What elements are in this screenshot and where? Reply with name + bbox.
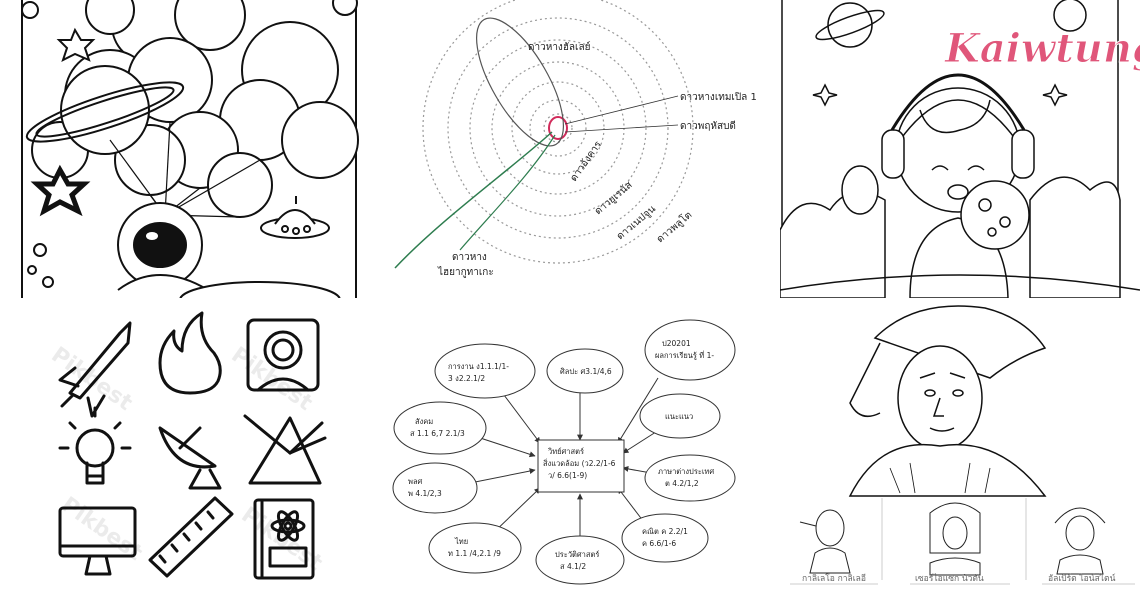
mindmap-node xyxy=(393,401,487,455)
kid-astronaut-drawing: Kaiwtung xyxy=(780,0,1140,298)
scientists-tile[interactable]: กาลิเลโอ กาลิเลอี เซอร์ไอแซก นิวตัน อัลเ… xyxy=(780,298,1140,597)
scientists-drawing: กาลิเลโอ กาลิเลอี เซอร์ไอแซก นิวตัน อัลเ… xyxy=(780,305,1140,597)
astronaut-balloons-tile[interactable] xyxy=(0,0,380,298)
node-line: พ 4.1/2,3 xyxy=(408,489,442,498)
tempel-label: ดาวหางเทมเปิล 1 xyxy=(680,92,757,103)
einstein-portrait xyxy=(1054,507,1106,575)
node-line: 3 ง2.2.1/2 xyxy=(448,374,485,383)
mindmap-node xyxy=(392,462,478,514)
caption-newton: เซอร์ไอแซก นิวตัน xyxy=(915,573,984,584)
mindmap-node xyxy=(434,343,536,399)
newton-portrait xyxy=(929,502,981,576)
mindmap-center xyxy=(537,439,625,493)
atom-book-icon xyxy=(253,498,315,580)
solar-system-tile[interactable]: ดาวหางฮัลเลย์ ดาวหางเทมเปิล 1 ดาวพฤหัสบด… xyxy=(380,0,780,298)
node-line: ภาษาต่างประเทศ xyxy=(658,467,714,476)
mindmap-node xyxy=(644,319,736,381)
science-icons-tile[interactable]: Pikbest Pikbest Pikbest Pikbest xyxy=(0,298,380,597)
mindmap-node xyxy=(546,348,624,394)
node-line: ศิลปะ ศ3.1/4,6 xyxy=(560,367,612,376)
node-line: คณิต ค 2.2/1 xyxy=(642,527,688,536)
lightbulb-icon xyxy=(58,406,132,485)
center-line: สิ่งแวดล้อม (ว2.2/1-6 xyxy=(543,458,616,468)
mindmap-node xyxy=(428,522,522,574)
node-line: ส 1.1 6,7 2.1/3 xyxy=(410,429,465,438)
caption-einstein: อัลเบิร์ต ไอน์สไตน์ xyxy=(1048,573,1116,584)
center-line: วิทย์ศาสตร์ xyxy=(547,447,584,456)
comet-label-1: ดาวหาง xyxy=(452,252,487,263)
node-line: พลศ xyxy=(408,477,423,486)
watermark: Pikbest xyxy=(227,342,318,416)
halley-orbit xyxy=(475,17,565,147)
icon-grid: Pikbest Pikbest Pikbest Pikbest xyxy=(47,311,327,580)
node-line: ส 4.1/2 xyxy=(560,562,586,571)
jupiter-orbit-marker xyxy=(548,116,568,140)
halley-label: ดาวหางฮัลเลย์ xyxy=(528,41,590,53)
comet-tail xyxy=(394,131,553,269)
node-line: ป20201 xyxy=(662,339,691,348)
satellite-dish-icon xyxy=(158,426,222,490)
mindmap-node xyxy=(535,535,625,585)
mindmap-node xyxy=(621,513,709,563)
mindmap-tile[interactable]: วิทย์ศาสตร์ สิ่งแวดล้อม (ว2.2/1-6 ว/ 6.6… xyxy=(380,298,780,597)
kaiwtung-logo: Kaiwtung xyxy=(944,25,1140,72)
center-line: ว/ 6.6(1-9) xyxy=(548,471,587,480)
mindmap-node xyxy=(644,454,736,502)
caption-galileo: กาลิเลโอ กาลิเลอี xyxy=(802,573,866,584)
node-line: ท 1.1 /4,2.1 /9 xyxy=(448,549,501,558)
node-line: ต 4.2/1,2 xyxy=(665,479,699,488)
node-line: ประวัติศาสตร์ xyxy=(555,550,599,559)
pluto-label: ดาวพลูโต xyxy=(654,208,695,245)
orbit-diagram: ดาวหางฮัลเลย์ ดาวหางเทมเปิล 1 ดาวพฤหัสบด… xyxy=(394,0,757,278)
comet-label-2: ไฮยากูทาเกะ xyxy=(437,266,494,278)
mars-label: ดาวอังคาร xyxy=(568,139,604,184)
mindmap-diagram: วิทย์ศาสตร์ สิ่งแวดล้อม (ว2.2/1-6 ว/ 6.6… xyxy=(392,319,736,585)
kid-astronaut-tile[interactable]: Kaiwtung xyxy=(780,0,1140,298)
galileo-portrait xyxy=(799,509,851,574)
ruler-icon xyxy=(148,496,234,578)
monitor-icon xyxy=(58,506,137,576)
node-line: ค 6.6/1-6 xyxy=(642,539,676,548)
neptune-label: ดาวเนปจูน xyxy=(615,204,658,243)
node-line: การงาน ง1.1.1/1- xyxy=(448,362,509,371)
node-line: แนะแนว xyxy=(665,412,693,421)
mindmap-node xyxy=(639,393,721,439)
rocket-icon xyxy=(58,321,132,418)
astronaut-balloons-drawing xyxy=(21,0,359,298)
node-line: ไทย xyxy=(454,537,468,546)
astronaut-helmet-icon xyxy=(246,318,320,392)
node-line: ผลการเรียนรู้ ที่ 1- xyxy=(655,350,714,360)
flame-icon xyxy=(158,311,222,395)
uranus-label: ดาวยูเรนัส xyxy=(593,180,635,218)
prism-icon xyxy=(243,414,327,485)
node-line: สังคม xyxy=(415,417,433,426)
jupiter-label: ดาวพฤหัสบดี xyxy=(680,120,736,132)
